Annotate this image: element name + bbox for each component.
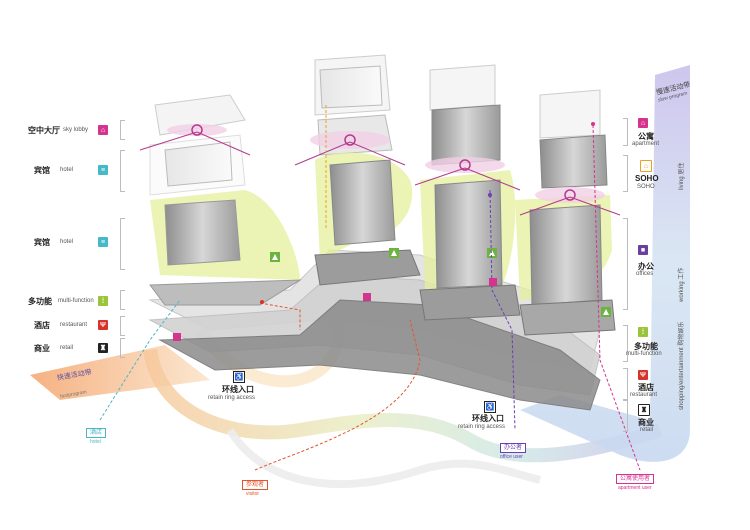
fast-program-en: fastprogram: [59, 389, 88, 400]
ring-access-cn: 环线入口: [472, 414, 504, 423]
hotel-user-tag: 酒店: [86, 428, 107, 438]
right-label-cn: 办公: [638, 262, 654, 271]
terrace-tree-icons: [270, 248, 611, 317]
tower-d: [515, 89, 616, 336]
fast-program-label: 快速活动带 fastprogram: [55, 361, 96, 403]
right-label-cn: 酒店: [638, 383, 654, 392]
right-label-cn: SOHO: [635, 174, 659, 183]
visitor-route: [254, 319, 421, 471]
briefcase-icon: ■: [638, 245, 648, 255]
visitor-tag: 参观者: [242, 480, 269, 490]
right-label-en: retail: [640, 427, 654, 433]
apartment-user-route: [592, 124, 641, 471]
zone-living: living 居住: [679, 162, 685, 190]
right-label-en: offices: [636, 271, 654, 277]
podium-slab-3: [158, 299, 601, 411]
ring-path-lower: [226, 427, 541, 489]
left-label-en: retail: [60, 345, 74, 351]
left-label-cn: 酒店: [34, 321, 50, 330]
cutlery-icon: Ψ: [638, 370, 648, 380]
office-user-sub: office user: [500, 454, 523, 460]
tower-c: [419, 64, 521, 321]
left-label-en: hotel: [60, 239, 74, 245]
soho-icon: ⌂: [640, 160, 652, 172]
office-user-tag: 办公者: [500, 443, 527, 453]
bed-icon: ≡: [98, 165, 108, 175]
left-label-cn: 多功能: [28, 297, 52, 306]
sky-lobby-ring-b: [310, 131, 390, 149]
right-label-en: apartment: [632, 141, 660, 147]
apartment-user-sub: apartment user: [618, 485, 652, 491]
shopping-icon: ♜: [638, 404, 650, 416]
visitor-route-2: [259, 302, 301, 330]
shopping-icon: ♜: [98, 343, 108, 353]
right-label-en: multi-function: [626, 351, 662, 357]
sky-lobby-ring-a: [167, 124, 227, 136]
ring-access-en: retain ring access: [208, 395, 256, 401]
tower-b: [314, 54, 421, 286]
office-user-route: [489, 189, 516, 431]
sky-lobby-ring-c: [425, 157, 505, 173]
zone-working: working 工作: [679, 267, 685, 302]
apartment-icon: ⌂: [638, 118, 648, 128]
right-label-cn: 多功能: [634, 342, 658, 351]
lobby-icon: ⌂: [98, 125, 108, 135]
left-label-cn: 商业: [34, 344, 50, 353]
ring-access-en: retain ring access: [458, 424, 506, 430]
right-label-cn: 公寓: [638, 132, 654, 141]
multifunction-icon: ⁞: [98, 296, 108, 306]
hotel-user-sub: hotel: [90, 439, 101, 445]
left-label-cn: 宾馆: [34, 166, 50, 175]
right-label-cn: 商业: [638, 418, 654, 427]
right-label-en: restaurant: [630, 392, 658, 398]
slow-program-band: [520, 65, 690, 462]
ring-access-icon: ♿: [233, 371, 245, 383]
hotel-user-route: [99, 299, 181, 421]
left-label-en: sky lobby: [63, 127, 89, 133]
cutlery-icon: Ψ: [98, 320, 108, 330]
left-label-en: multi-function: [58, 298, 94, 304]
right-label-en: SOHO: [637, 184, 655, 190]
bed-icon: ≡: [98, 237, 108, 247]
zone-shopping: shopping/entertainment 购物娱乐: [679, 321, 685, 410]
left-label-en: restaurant: [60, 322, 88, 328]
sky-lobby-markers: [191, 124, 576, 201]
sky-lobby-ring-d: [535, 187, 605, 203]
left-label-en: hotel: [60, 167, 74, 173]
tower-a: [149, 94, 302, 306]
apartment-user-tag: 公寓使用者: [616, 474, 655, 484]
fast-program-band: [30, 345, 210, 400]
fast-program-cn: 快速活动带: [56, 369, 93, 383]
ring-access-icon: ♿: [484, 401, 496, 413]
left-label-cn: 宾馆: [34, 238, 50, 247]
ring-path: [143, 348, 663, 463]
visitor-sub: visitor: [246, 491, 260, 497]
left-label-cn: 空中大厅: [28, 126, 60, 135]
multifunction-icon: ⁞: [638, 327, 648, 337]
ring-access-cn: 环线入口: [222, 385, 254, 394]
